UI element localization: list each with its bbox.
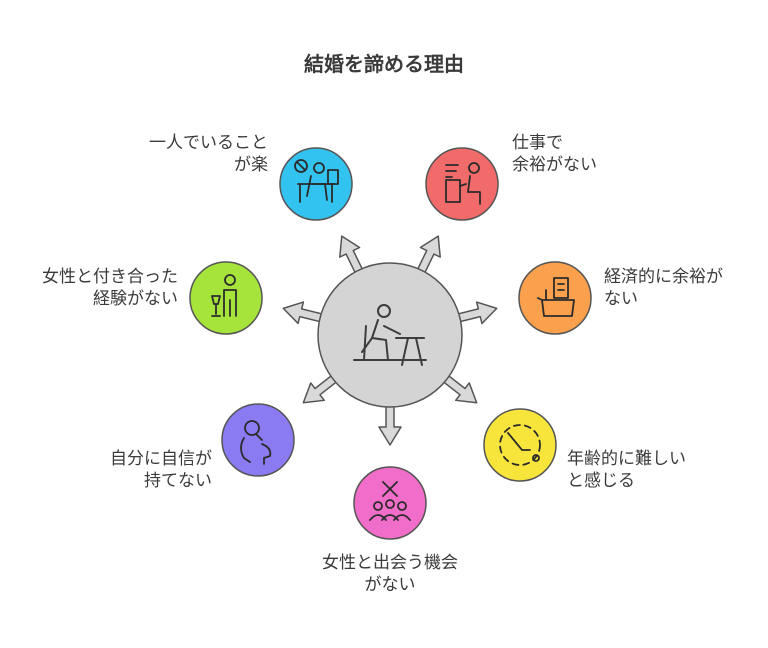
node-work	[425, 147, 499, 221]
node-confidence	[221, 403, 295, 477]
node-experience	[189, 261, 263, 335]
cash-register-icon	[537, 277, 575, 317]
clock-icon	[499, 424, 541, 466]
group-no-icon	[369, 481, 411, 521]
label-alone: 一人でいること が楽	[149, 133, 268, 175]
label-age: 年齢的に難しい と感じる	[567, 449, 686, 491]
label-work: 仕事で 余裕がない	[512, 133, 597, 175]
node-meet	[353, 466, 427, 540]
page-title: 結婚を諦める理由	[304, 52, 464, 76]
person-at-computer-icon	[445, 162, 481, 205]
head-thought-icon	[240, 420, 272, 465]
label-economy: 経済的に余裕が ない	[604, 267, 723, 309]
node-age	[483, 408, 557, 482]
person-at-desk-icon	[353, 304, 427, 366]
center-circle	[317, 262, 463, 408]
node-economy	[518, 261, 592, 335]
label-experience: 女性と付き合った 経験がない	[42, 267, 178, 309]
node-alone	[279, 147, 353, 221]
label-confidence: 自分に自信が 持てない	[110, 449, 212, 491]
person-at-desk-icon	[294, 159, 339, 203]
person-wine-icon	[211, 274, 237, 317]
label-meet: 女性と出会う機会 がない	[322, 553, 458, 595]
